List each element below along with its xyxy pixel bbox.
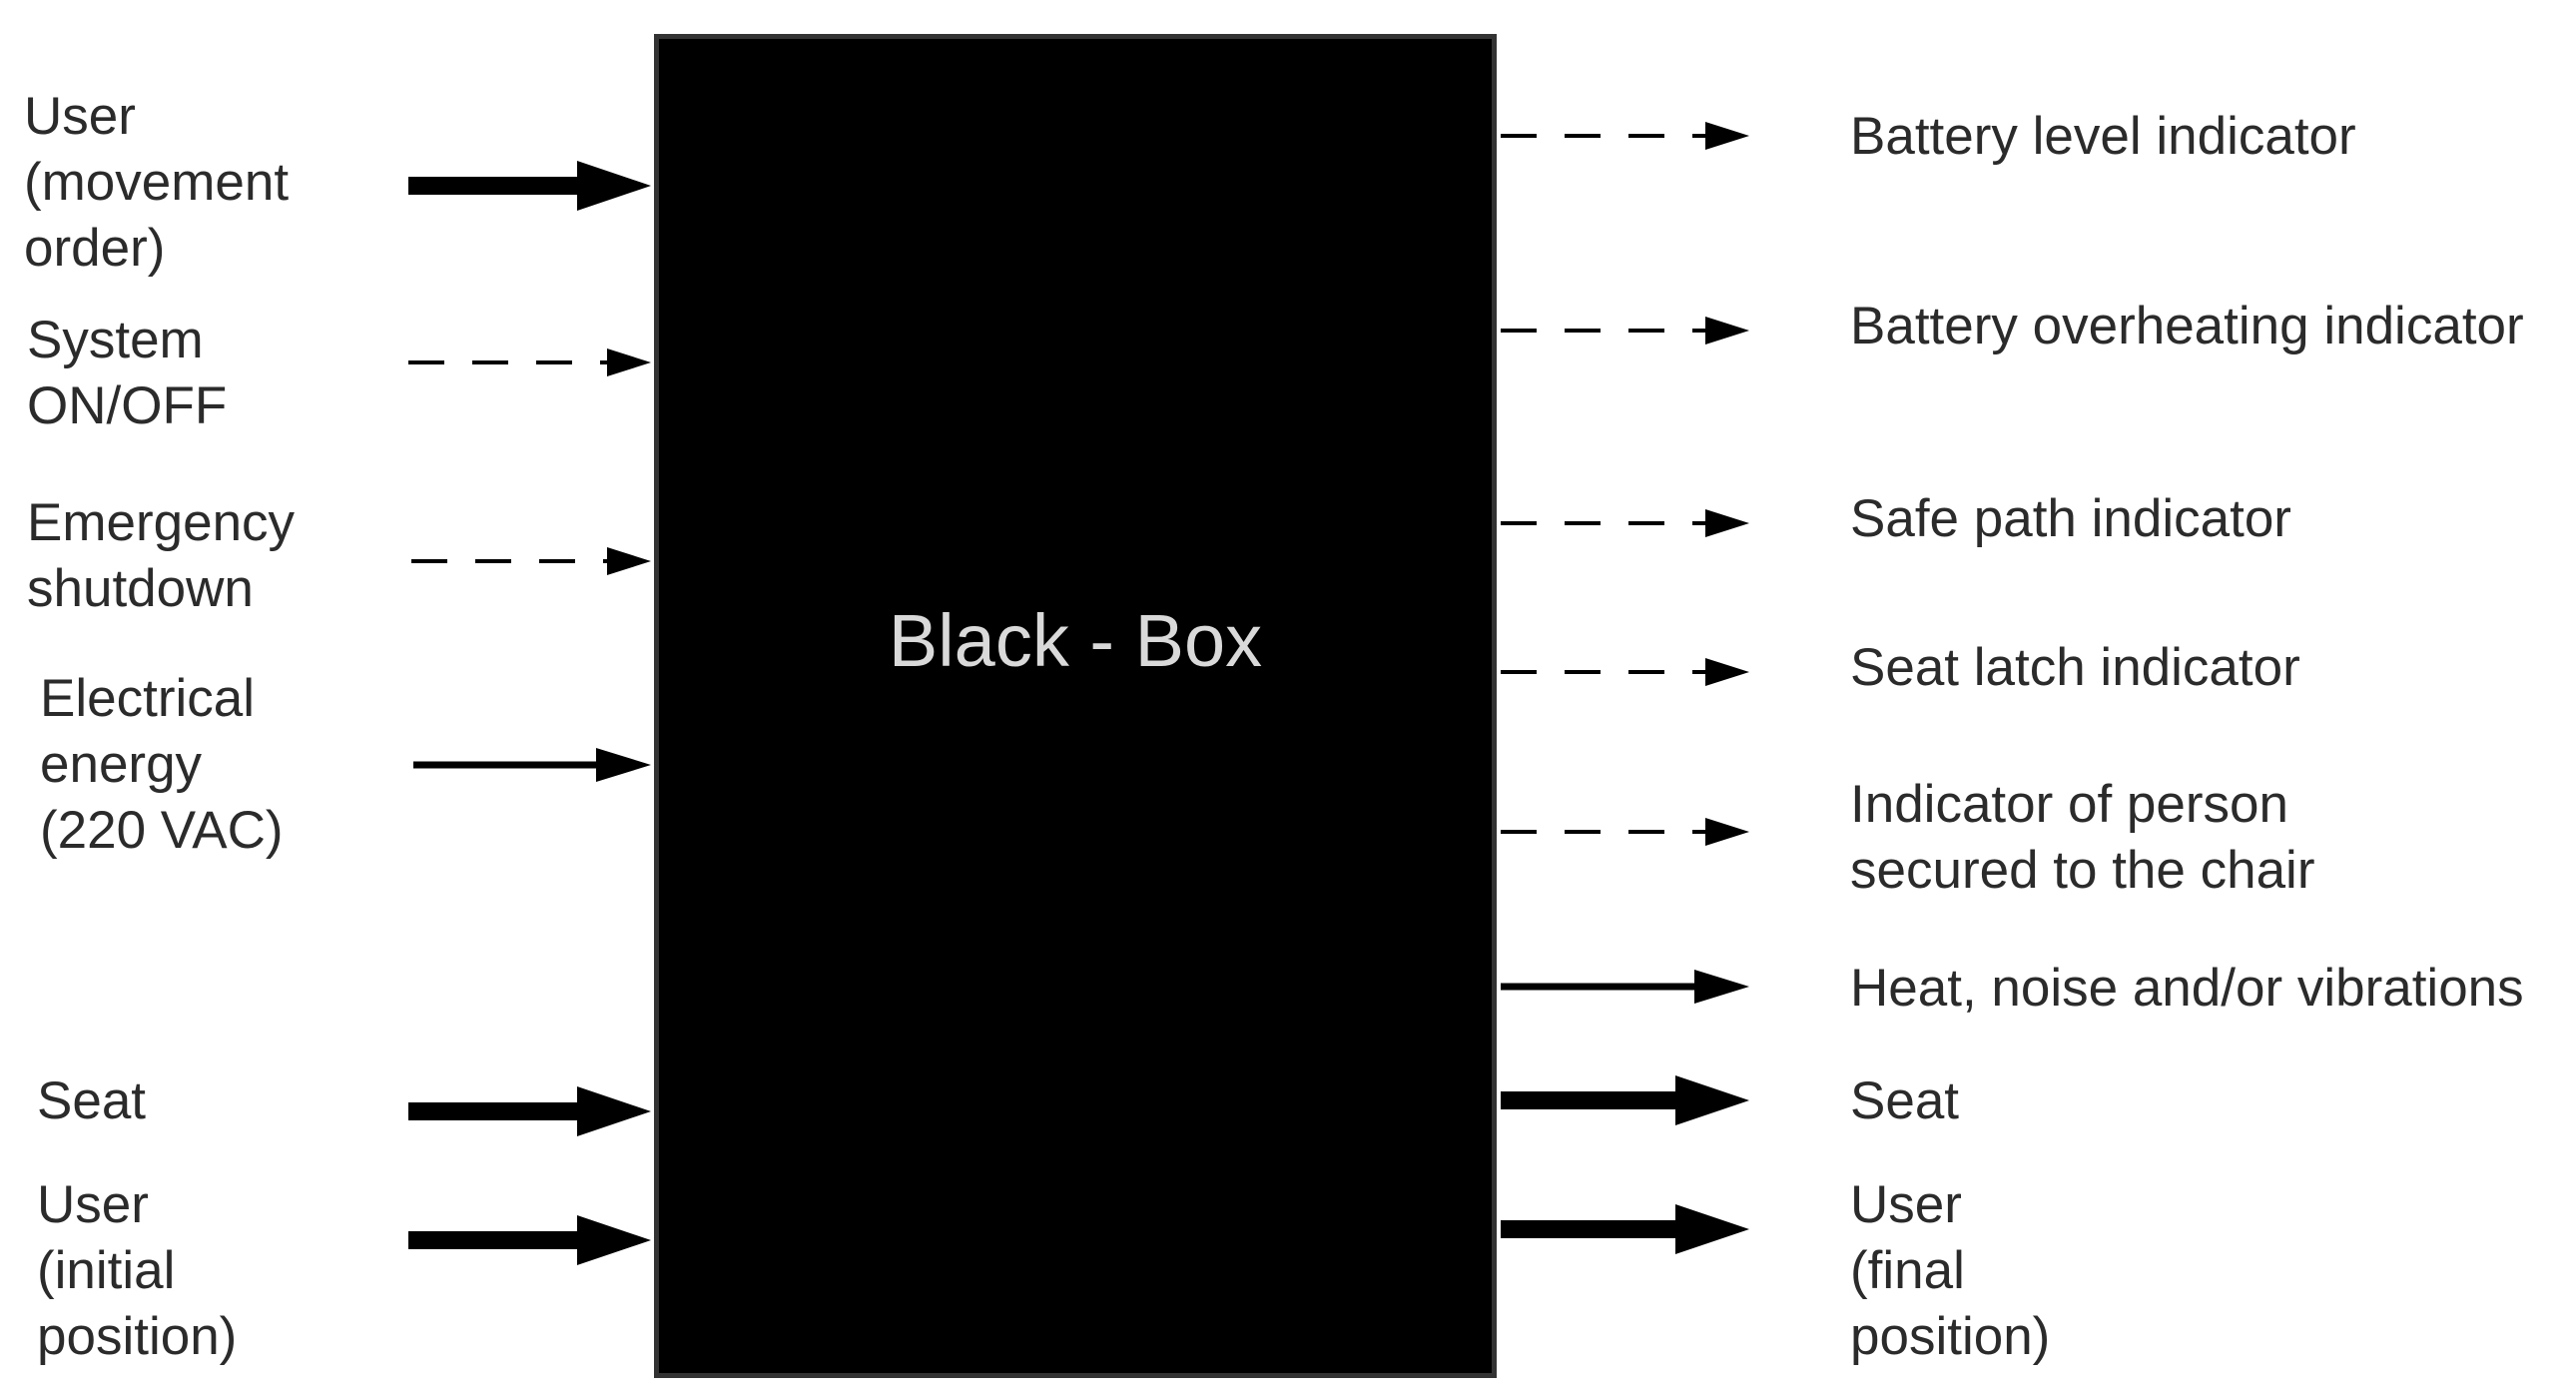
output-arrow-heat-noise-vibrations-head [1694,970,1749,1004]
output-arrow-person-secured-indicator [1501,818,1749,846]
input-label-seat: Seat [37,1071,147,1130]
output-arrow-safe-path-indicator [1501,509,1749,537]
output-arrow-battery-overheating-indicator-head [1705,317,1749,345]
output-label-heat-noise-vibrations: Heat, noise and/or vibrations [1850,959,2524,1018]
output-label-battery-overheating-indicator: Battery overheating indicator [1850,297,2524,355]
input-arrow-emergency-shutdown [411,547,651,575]
input-arrow-user-initial-position [408,1215,651,1265]
black-box-title: Black - Box [888,599,1263,682]
input-arrow-system-on-off [408,349,651,376]
output-arrow-user-final-position-head [1675,1204,1749,1254]
output-arrow-person-secured-indicator-head [1705,818,1749,846]
input-arrow-user-movement-order-head [577,161,651,211]
black-box: Black - Box [654,34,1497,1378]
input-arrow-seat [408,1086,651,1136]
output-arrow-heat-noise-vibrations [1501,970,1749,1004]
output-label-safe-path-indicator: Safe path indicator [1850,489,2291,548]
output-label-battery-level-indicator: Battery level indicator [1850,107,2356,166]
input-arrow-electrical-energy [413,748,651,782]
output-arrow-user-final-position [1501,1204,1749,1254]
output-arrow-battery-overheating-indicator [1501,317,1749,345]
input-arrow-user-initial-position-head [577,1215,651,1265]
output-arrow-seat-head [1675,1075,1749,1125]
output-arrow-battery-level-indicator-head [1705,122,1749,150]
output-arrow-safe-path-indicator-head [1705,509,1749,537]
output-label-seat-latch-indicator: Seat latch indicator [1850,638,2300,697]
input-arrow-seat-head [577,1086,651,1136]
output-arrow-seat-latch-indicator [1501,658,1749,686]
output-arrow-battery-level-indicator [1501,122,1749,150]
output-arrow-seat [1501,1075,1749,1125]
output-label-seat: Seat [1850,1071,1960,1130]
input-arrow-system-on-off-head [607,349,651,376]
input-arrow-emergency-shutdown-head [607,547,651,575]
input-arrow-electrical-energy-head [596,748,651,782]
input-arrow-user-movement-order [408,161,651,211]
output-arrow-seat-latch-indicator-head [1705,658,1749,686]
